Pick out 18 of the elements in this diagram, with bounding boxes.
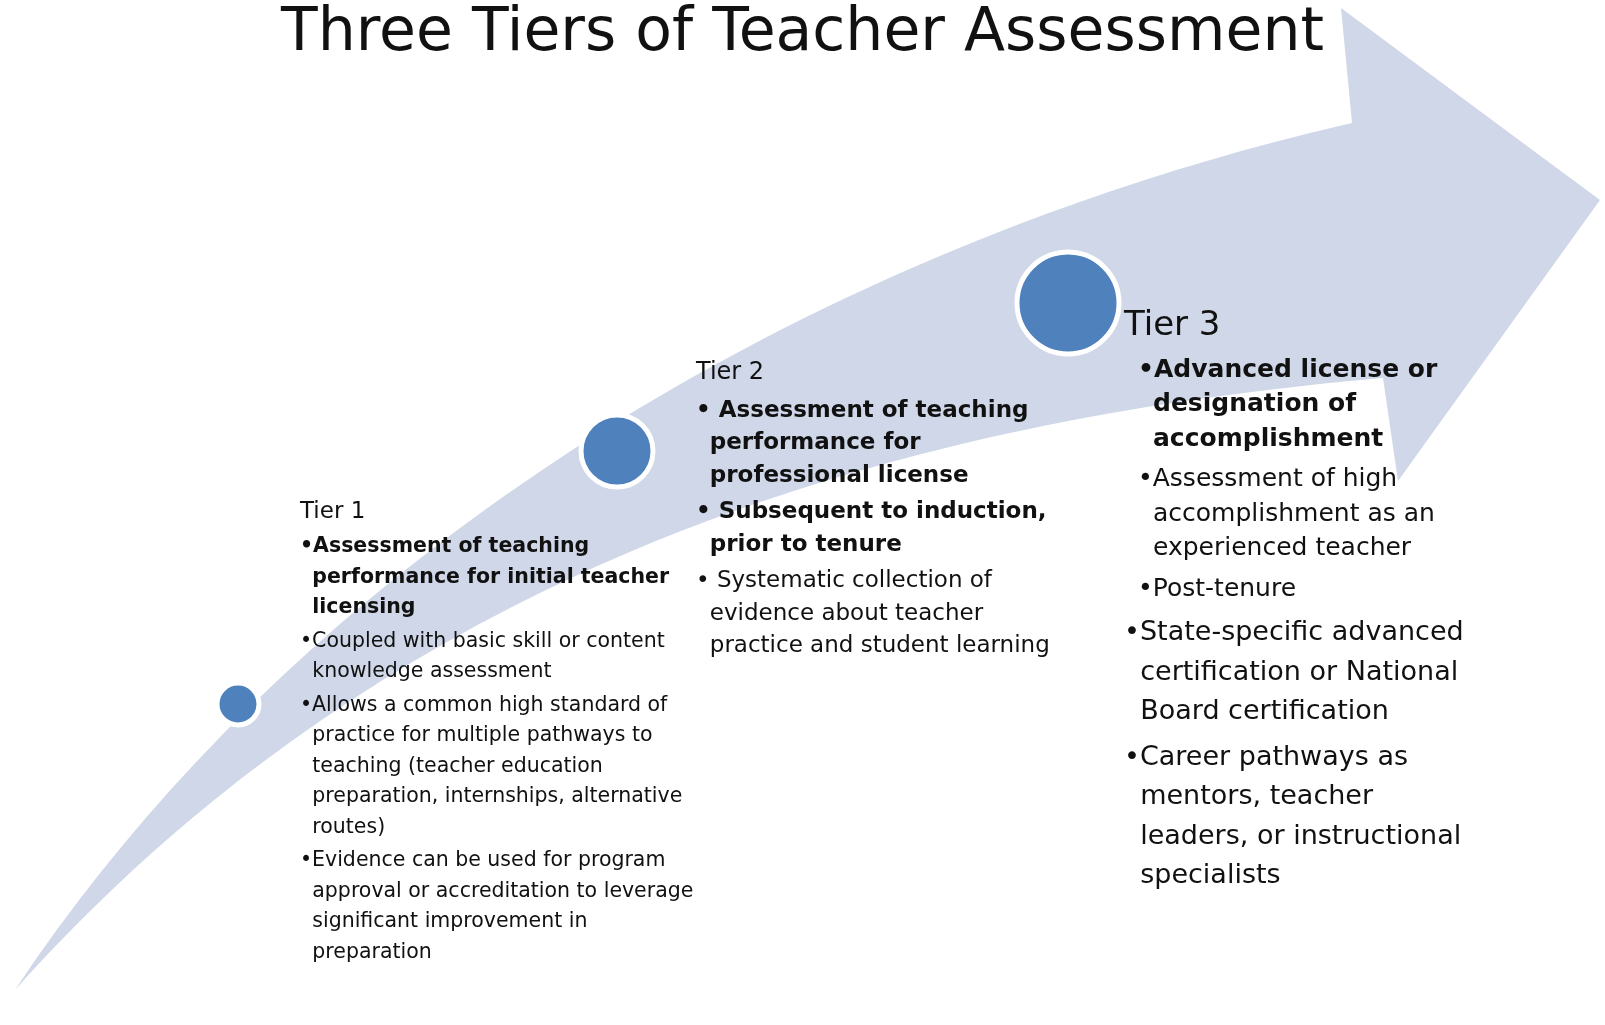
bullet-point: •Advanced license or designation of accomplishment [1138,352,1439,454]
bullet-point: •Assessment of high accomplishment as an experienced teacher [1138,462,1436,564]
bullet-point: •Post-tenure [1138,571,1298,604]
bullet-point: •State-specific advanced certification or National Board certification [1124,614,1465,728]
tier-heading: Tier 1 [300,496,367,525]
bullet-point: •Allows a common high standard of practice for multiple pathways to teaching (teacher education preparation, internships, alternative routes) [300,690,684,840]
bullet-point: •Coupled with basic skill or content knowledge assessment [300,626,666,685]
bullet-point: • Subsequent to induction, prior to tenure [696,496,1048,558]
marker-circle [1014,249,1122,357]
tier-heading: Tier 3 [1124,302,1222,345]
bullet-point: •Assessment of teaching performance for initial teacher licensing [300,532,671,621]
bullet-point: • Systematic collection of evidence about teacher practice and student learning [696,565,1051,660]
bullet-point: •Evidence can be used for program approval or accreditation to leverage significant improvement in preparation [300,846,695,965]
tier-heading: Tier 2 [696,356,766,387]
title: Three Tiers of Teacher Assessment [279,0,1325,64]
marker-circle [578,412,656,490]
bullet-point: • Assessment of teaching performance for professional license [696,394,1030,489]
bullet-point: •Career pathways as mentors, teacher leaders, or instructional specialists [1124,738,1463,892]
